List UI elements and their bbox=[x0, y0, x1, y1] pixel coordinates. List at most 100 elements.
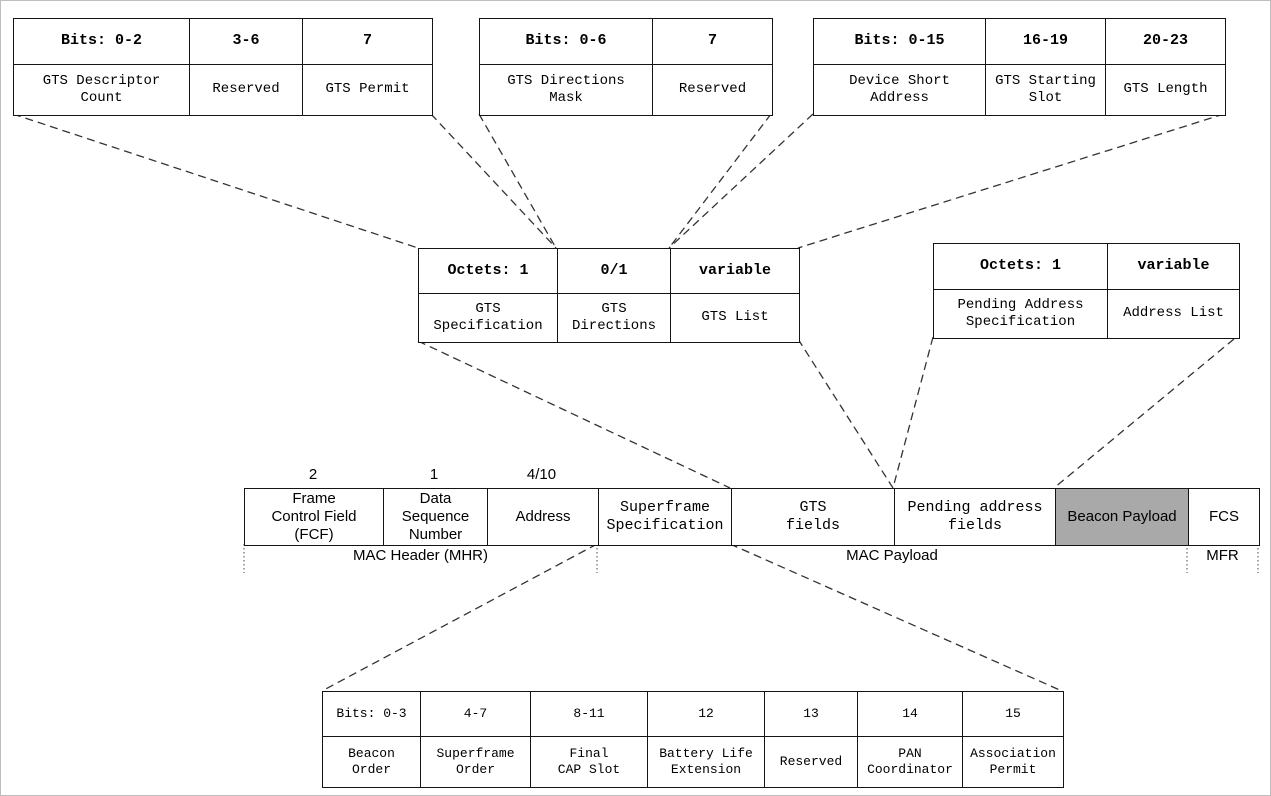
field-label-line: Reserved bbox=[678, 81, 747, 98]
field-label-line: Address List bbox=[1123, 305, 1224, 322]
field-label-line: Slot bbox=[1028, 90, 1063, 106]
gts-list-bits-header: variable bbox=[670, 249, 799, 294]
expansion-connector-line bbox=[668, 113, 814, 249]
expansion-connector-line bbox=[430, 113, 557, 249]
gts-specification-bits-header: Octets: 1 bbox=[419, 249, 557, 294]
gts-permit-bits-header: 7 bbox=[302, 19, 432, 65]
gts-directions-mask-bits-header: Bits: 0-6 bbox=[480, 19, 652, 65]
field-label-line: Specification bbox=[965, 314, 1076, 330]
reserved-field-cell: Reserved bbox=[652, 65, 772, 115]
expansion-connector-line bbox=[797, 113, 1225, 249]
mfr-section-label: MFR bbox=[1206, 547, 1239, 564]
gts-starting-slot-bits-header: 16-19 bbox=[985, 19, 1105, 65]
reserved-field-cell: Reserved bbox=[764, 737, 857, 787]
frame-cell-label-line: Superframe bbox=[619, 498, 710, 516]
field-label-line: Final bbox=[569, 746, 609, 762]
field-label-line: GTS List bbox=[701, 309, 769, 326]
field-label-line: Extension bbox=[670, 762, 742, 777]
field-label-line: Mask bbox=[549, 90, 583, 106]
field-label-line: Specification bbox=[433, 318, 543, 334]
gts-permit-field-cell: GTS Permit bbox=[302, 65, 432, 115]
field-label-line: Order bbox=[455, 762, 495, 777]
device-short-address-bits-header: Bits: 0-15 bbox=[814, 19, 985, 65]
frame-cell-label-line: Data bbox=[419, 489, 452, 507]
address-list-field-cell: Address List bbox=[1107, 290, 1239, 338]
gts-length-field-cell: GTS Length bbox=[1105, 65, 1225, 115]
address-list-bits-header: variable bbox=[1107, 244, 1239, 290]
field-label-line: GTS Descriptor bbox=[42, 72, 161, 89]
field-label-line: Battery Life bbox=[659, 746, 753, 762]
field-label-line: Device Short bbox=[849, 72, 950, 89]
expansion-connector-line bbox=[321, 543, 598, 692]
field-label-line: GTS bbox=[475, 300, 501, 317]
expansion-connector-line bbox=[1053, 338, 1235, 489]
pending-address-specification-bits-header: Octets: 1 bbox=[934, 244, 1107, 290]
field-label-line: Reserved bbox=[212, 81, 280, 98]
field-label-line: Superframe bbox=[436, 746, 515, 762]
frame-control-field-octet-count: 2 bbox=[308, 466, 318, 483]
expansion-connector-line bbox=[797, 338, 894, 489]
field-label-line: Beacon bbox=[348, 746, 395, 762]
frame-cell-label-line: fields bbox=[785, 517, 840, 534]
beacon-order-bits-header: Bits: 0-3 bbox=[323, 692, 420, 737]
pan-coordinator-bits-header: 14 bbox=[857, 692, 962, 737]
gts-list-field-cell: GTS List bbox=[670, 294, 799, 342]
address-octet-count: 4/10 bbox=[526, 466, 557, 483]
field-label-line: Coordinator bbox=[867, 762, 953, 777]
data-sequence-number-octet-count: 1 bbox=[429, 466, 439, 483]
frame-cell-label-line: Sequence bbox=[401, 507, 470, 525]
frame-cell-label-line: Control Field bbox=[271, 507, 357, 525]
expansion-connector-line bbox=[668, 113, 772, 249]
field-label-line: Address bbox=[870, 90, 929, 106]
field-label-line: Permit bbox=[989, 762, 1037, 777]
gts-length-bits-header: 20-23 bbox=[1105, 19, 1225, 65]
superframe-order-bits-header: 4-7 bbox=[420, 692, 530, 737]
mac-header-section-label: MAC Header (MHR) bbox=[352, 547, 488, 564]
expansion-connector-line bbox=[12, 113, 419, 249]
reserved-bits-header: 3-6 bbox=[189, 19, 302, 65]
association-permit-bits-header: 15 bbox=[962, 692, 1063, 737]
frame-cell-label-line: Frame bbox=[292, 489, 336, 507]
battery-life-extension-bits-header: 12 bbox=[647, 692, 764, 737]
frame-cell-label-line: Pending address bbox=[907, 498, 1043, 516]
reserved-bits-header: 13 bbox=[764, 692, 857, 737]
frame-cell-label-line: (FCF) bbox=[294, 526, 334, 544]
field-label-line: PAN bbox=[898, 746, 922, 762]
frame-cell-label-line: FCS bbox=[1209, 507, 1239, 525]
mac-payload-section-label: MAC Payload bbox=[846, 547, 938, 564]
gts-directions-bits-header: 0/1 bbox=[557, 249, 670, 294]
field-label-line: Order bbox=[351, 762, 391, 777]
field-label-line: Reserved bbox=[779, 754, 843, 770]
reserved-field-cell: Reserved bbox=[189, 65, 302, 115]
final-cap-slot-bits-header: 8-11 bbox=[530, 692, 647, 737]
field-label-line: Count bbox=[80, 90, 123, 106]
beacon-payload-frame-cell: Beacon Payload bbox=[1055, 489, 1188, 545]
field-label-line: GTS Permit bbox=[325, 81, 410, 98]
field-label-line: CAP Slot bbox=[557, 762, 621, 777]
frame-cell-label-line: Beacon Payload bbox=[1067, 507, 1177, 525]
frame-cell-label-line: Specification bbox=[606, 517, 724, 534]
frame-cell-label-line: Number bbox=[408, 526, 463, 544]
field-label-line: GTS Starting bbox=[995, 72, 1096, 89]
